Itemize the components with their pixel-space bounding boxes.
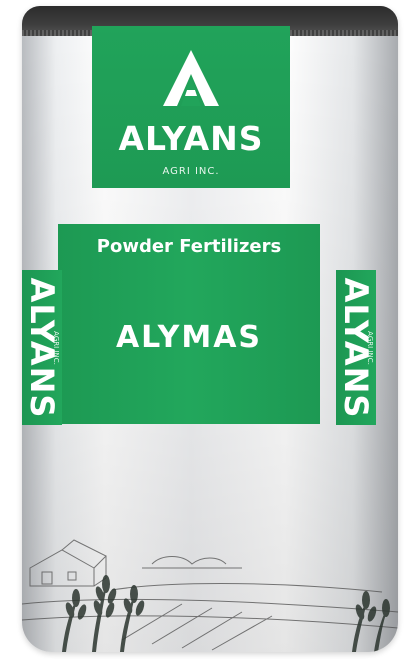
side-subtitle-left: AGRI INC. [52,330,60,365]
product-category: Powder Fertilizers [96,236,282,257]
logo-panel: ALYANS AGRI INC. [92,26,290,188]
side-tab-left: ALYANS AGRI INC. [22,270,62,425]
side-subtitle-right: AGRI INC. [366,330,374,365]
farm-wheat-illustration [22,539,398,652]
a-triangle-logo-icon [163,50,219,106]
product-band: Powder Fertilizers ALYMAS [58,224,320,424]
brand-subtitle: AGRI INC. [162,166,220,177]
side-tab-right: ALYANS AGRI INC. [336,270,376,425]
product-name: ALYMAS [115,320,263,355]
brand-name: ALYANS [118,119,264,158]
